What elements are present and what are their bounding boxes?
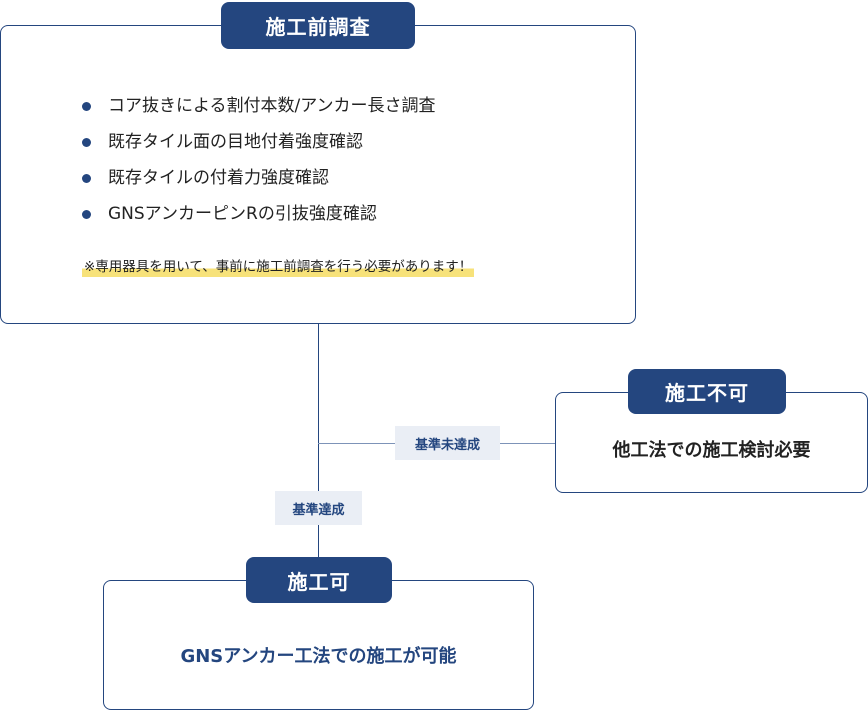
bullet-icon bbox=[82, 138, 91, 147]
checklist-item-text: GNSアンカーピンRの引抜強度確認 bbox=[108, 204, 377, 224]
bullet-icon bbox=[82, 210, 91, 219]
branch-label-fail: 基準未達成 bbox=[395, 426, 500, 460]
possible-title: 施工可 bbox=[246, 557, 392, 603]
not-possible-title: 施工不可 bbox=[628, 369, 786, 414]
bullet-icon bbox=[82, 102, 91, 111]
bullet-icon bbox=[82, 174, 91, 183]
survey-checklist: コア抜きによる割付本数/アンカー長さ調査 既存タイル面の目地付着強度確認 既存タ… bbox=[82, 92, 436, 236]
connector-vertical-main bbox=[318, 323, 319, 580]
checklist-item: 既存タイル面の目地付着強度確認 bbox=[82, 128, 436, 164]
survey-title: 施工前調査 bbox=[221, 2, 415, 49]
survey-note: ※専用器具を用いて、事前に施工前調査を行う必要があります！ bbox=[82, 257, 475, 277]
checklist-item-text: コア抜きによる割付本数/アンカー長さ調査 bbox=[108, 96, 436, 116]
not-possible-text: 他工法での施工検討必要 bbox=[612, 440, 811, 461]
checklist-item: GNSアンカーピンRの引抜強度確認 bbox=[82, 200, 436, 236]
possible-text: GNSアンカー工法での施工が可能 bbox=[180, 646, 457, 667]
checklist-item: 既存タイルの付着力強度確認 bbox=[82, 164, 436, 200]
branch-label-pass: 基準達成 bbox=[275, 491, 362, 525]
checklist-item-text: 既存タイルの付着力強度確認 bbox=[108, 168, 329, 188]
checklist-item: コア抜きによる割付本数/アンカー長さ調査 bbox=[82, 92, 436, 128]
checklist-item-text: 既存タイル面の目地付着強度確認 bbox=[108, 132, 363, 152]
